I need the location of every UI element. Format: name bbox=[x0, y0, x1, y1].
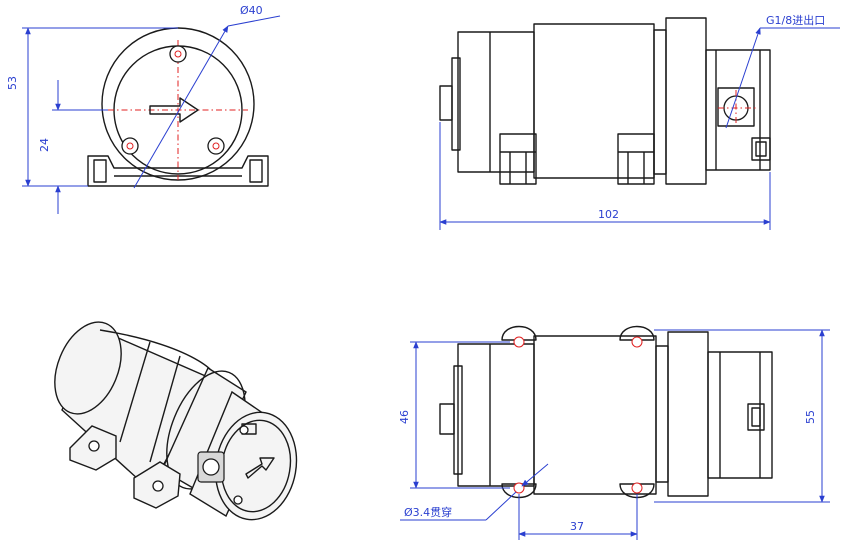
iso-foot bbox=[69, 425, 117, 471]
side-port bbox=[717, 87, 756, 127]
front-view: Ø40 53 24 bbox=[6, 4, 281, 214]
isometric-view bbox=[54, 321, 298, 521]
front-diameter-label: Ø40 bbox=[240, 4, 263, 17]
front-bolt-hole bbox=[169, 45, 187, 63]
front-bolt-hole bbox=[207, 137, 225, 155]
side-length-label: 102 bbox=[598, 208, 619, 221]
top-hole-diameter-label: Ø3.4贯穿 bbox=[404, 505, 452, 519]
mount-lug bbox=[619, 482, 655, 499]
top-hole-spacing-label: 37 bbox=[570, 520, 584, 533]
iso-flow-arrow-icon bbox=[245, 457, 275, 479]
front-bolt-hole bbox=[121, 137, 139, 155]
front-axis-height-label: 24 bbox=[38, 138, 51, 152]
top-width-mount-label: 46 bbox=[398, 410, 411, 424]
mount-lug bbox=[619, 325, 655, 348]
iso-foot bbox=[133, 461, 181, 509]
top-view: 46 55 37 Ø3.4贯穿 bbox=[398, 325, 830, 540]
mount-lug bbox=[501, 325, 537, 348]
flow-arrow-icon bbox=[149, 97, 199, 123]
side-view: G1/8进出口 102 bbox=[439, 13, 840, 230]
side-port-thread-label: G1/8进出口 bbox=[766, 13, 825, 27]
top-width-total-label: 55 bbox=[804, 410, 817, 424]
front-height-label: 53 bbox=[6, 76, 19, 90]
